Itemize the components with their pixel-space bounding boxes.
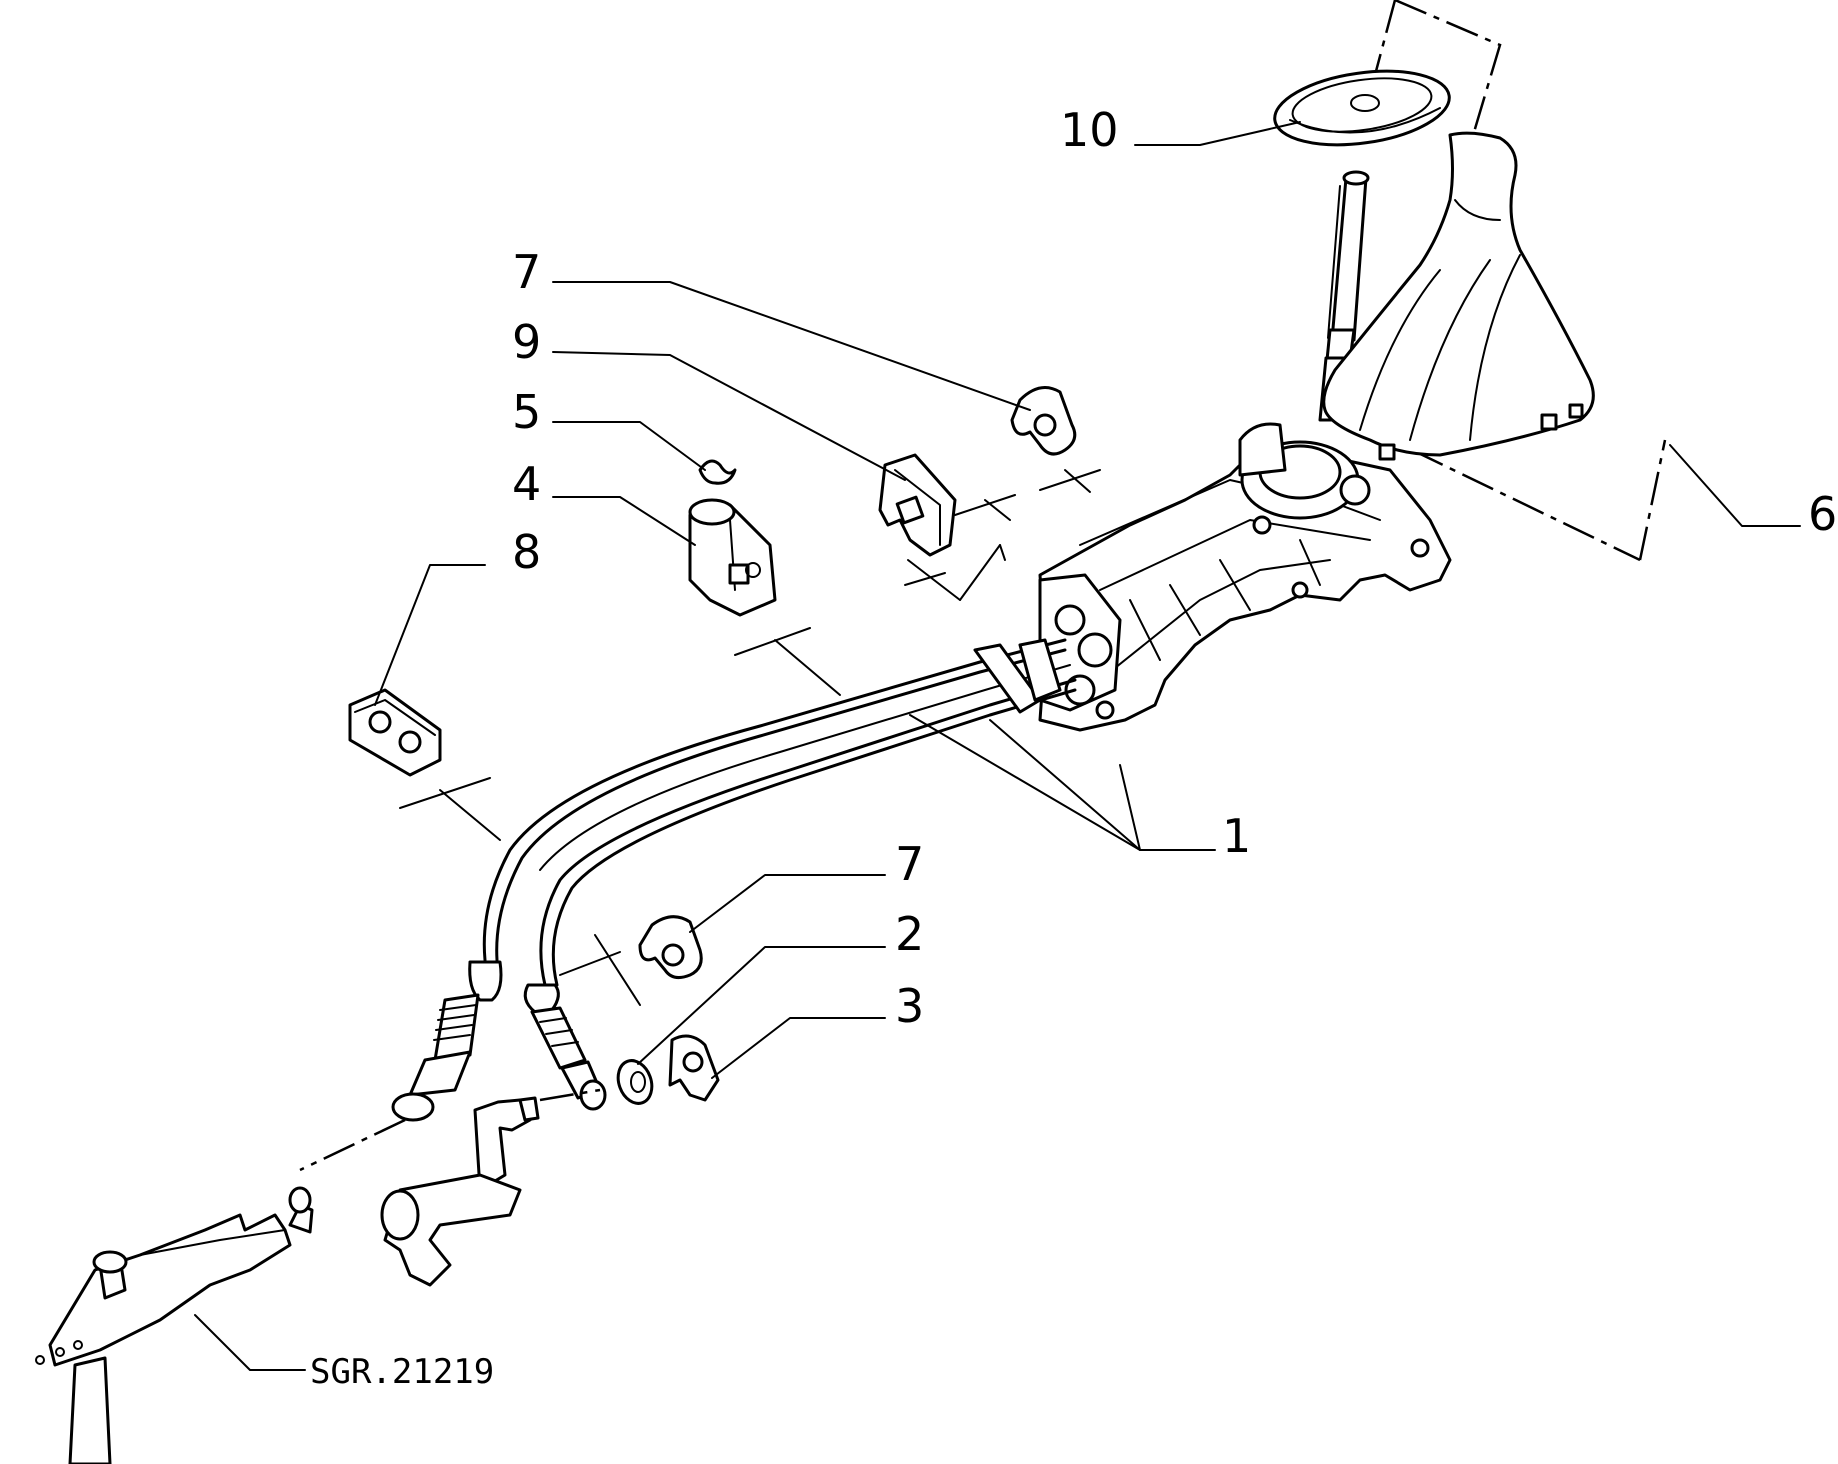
shifter-housing: [1038, 422, 1452, 732]
callout-10: 10: [1060, 103, 1119, 157]
part-10-seal: [1273, 69, 1451, 147]
part-8-double-clip: [348, 688, 442, 777]
callout-7-lower: 7: [895, 837, 924, 891]
callout-7-upper: 7: [512, 245, 541, 299]
callout-9: 9: [512, 315, 541, 369]
callout-8: 8: [512, 525, 541, 579]
part-9-bracket: [878, 453, 957, 557]
leader-lines: [194, 121, 1801, 1371]
part-5-spring-clip: [698, 459, 737, 485]
callout-labels: 10 7 9 5 4 8 6 1 7 2 3 SGR.21219: [310, 103, 1837, 1392]
callout-5: 5: [512, 385, 541, 439]
part-1-gear-cables: [391, 638, 1077, 1122]
transmission-selector-linkage: [35, 1096, 540, 1464]
part-6-gear-boot: [1322, 131, 1595, 461]
alignment-lines: [299, 1088, 601, 1172]
part-3-retaining-clip: [668, 1034, 720, 1102]
drawing-reference-code: SGR.21219: [310, 1352, 494, 1392]
part-7-clip-upper: [1010, 386, 1077, 456]
callout-3: 3: [895, 979, 924, 1033]
callout-4: 4: [512, 457, 541, 511]
break-marks: [399, 469, 1101, 1006]
callout-6: 6: [1808, 487, 1837, 541]
part-7-clip-lower: [638, 915, 703, 980]
callout-2: 2: [895, 907, 924, 961]
part-4-connector-block: [688, 498, 777, 617]
part-2-washer: [616, 1059, 654, 1105]
callout-1: 1: [1222, 809, 1251, 863]
